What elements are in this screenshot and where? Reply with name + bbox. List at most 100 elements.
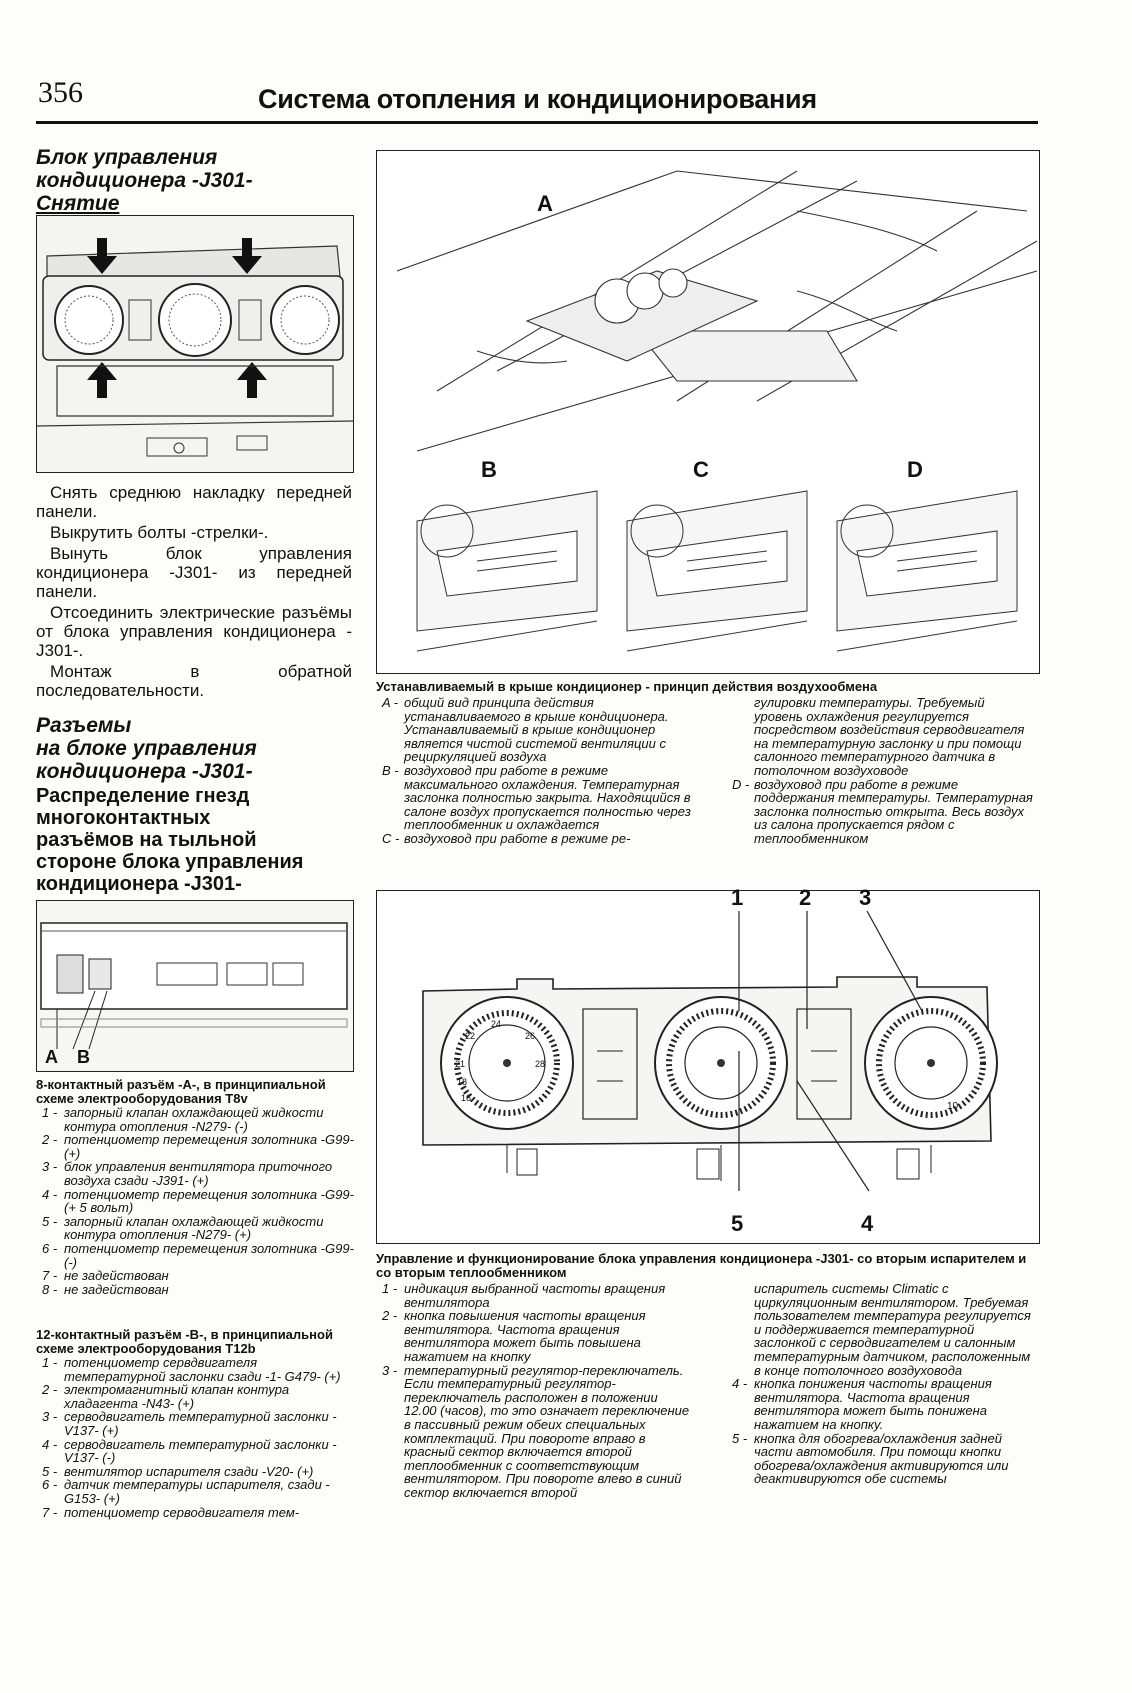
legend-item: D -воздуховод при работе в режиме поддер… [726, 776, 1034, 846]
legend-item-number: 1 - [42, 1105, 58, 1120]
connector-b-title: 12-контактный разъём -В-, в принципиальн… [36, 1327, 333, 1356]
legend-item-number: 6 - [42, 1240, 58, 1256]
legend-item-number: 2 - [42, 1382, 58, 1398]
legend-item-text: серводвигатель температурной заслонки -V… [64, 1436, 337, 1466]
legend-item: 6 - потенциометр перемещения золотника -G… [36, 1242, 354, 1269]
panel-callout-2: 2 [799, 885, 812, 910]
legend-item: 7 -не задействован [36, 1269, 354, 1283]
legend-item: гулировки температуры. Требуемый уровень… [726, 696, 1034, 778]
legend-item-text: потенциометр перемещения золотника -G99-… [64, 1186, 354, 1216]
roof-label-a: A [537, 191, 553, 216]
connector-label-b: B [77, 1047, 90, 1067]
legend-item-text: воздуховод при работе в режиме ре- [404, 830, 631, 846]
panel-callout-5: 5 [731, 1211, 744, 1236]
dial-number: 10 [947, 1101, 959, 1112]
panel-callout-4: 4 [861, 1211, 874, 1236]
section2-subheading-line: Распределение гнезд [36, 785, 250, 807]
section1-heading-line: кондиционера -J301- [36, 169, 253, 192]
legend-item-number: 5 - [42, 1463, 58, 1479]
legend-item-text: запорный клапан охлаждающей жидкости кон… [64, 1105, 324, 1134]
legend-item-number: 1 - [382, 1281, 398, 1296]
legend-item-number [726, 1282, 754, 1377]
legend-item-text: вентилятор испарителя сзади -V20- (+) [64, 1463, 314, 1479]
legend-item-number: 4 - [732, 1376, 748, 1392]
section2-heading-line: кондиционера -J301- [36, 760, 253, 783]
legend-item-number: 4 - [42, 1186, 58, 1202]
section2-heading-line: на блоке управления [36, 737, 257, 760]
legend-item-text: кнопка для обогрева/охлаждения задней ча… [754, 1430, 1009, 1487]
legend-item-text: потенциометр перемещения золотника -G99-… [64, 1240, 354, 1270]
legend-item-text: температурный регулятор-переключатель. Е… [404, 1362, 690, 1500]
legend-item: 5 - вентилятор испарителя сзади -V20- (+) [36, 1465, 354, 1479]
section2-subheading-line: разъёмов на тыльной [36, 829, 257, 851]
section2-subheading-line: многоконтактных [36, 807, 211, 829]
page-title: Система отопления и кондиционирования [258, 84, 817, 114]
legend-item: 4 - серводвигатель температурной заслонки… [36, 1436, 354, 1466]
legend-item-text: общий вид принципа действия устанавливае… [404, 695, 669, 765]
connector-figure: A B [36, 900, 354, 1072]
legend-item: 5 -кнопка для обогрева/охлаждения задней… [726, 1430, 1034, 1487]
roof-ac-illustration [377, 151, 1039, 673]
connector-a-legend: 8-контактный разъём -А-, в принципиально… [36, 1078, 354, 1296]
section1-heading-line: Блок управления [36, 146, 218, 169]
legend-item-text: не задействован [64, 1268, 169, 1284]
section1-body: Снять среднюю накладку передней панели. … [36, 483, 352, 702]
legend-item-text: потенциометр сервдвигателя температурной… [64, 1355, 341, 1384]
page-number: 356 [38, 76, 83, 109]
legend-item-number: 6 - [42, 1477, 58, 1493]
legend-item: 4 - кнопка понижения частоты вращения вен… [726, 1377, 1034, 1431]
legend-item-number: 3 - [42, 1409, 58, 1425]
paragraph: Вынуть блок управления кондиционера -J30… [36, 544, 352, 601]
legend-item-text: электромагнитный клапан контура хладаген… [64, 1382, 290, 1411]
legend-item-text: потенциометр перемещения золотника -G99-… [64, 1132, 354, 1161]
legend-item-text: воздуховод при работе в режиме максималь… [404, 762, 691, 833]
panel-illustration [377, 891, 1039, 1243]
roof-caption-title: Устанавливаемый в крыше кондиционер - пр… [376, 679, 878, 694]
legend-item-text: запорный клапан охлаждающей жидкости кон… [64, 1213, 324, 1243]
legend-item-text: кнопка повышения частоты вращения вентил… [404, 1308, 646, 1364]
dial-number: 21 [455, 1059, 466, 1069]
dial-number: 22 [465, 1031, 476, 1041]
legend-item: 7 - потенциометр серводвигателя тем- [36, 1504, 354, 1520]
connector-a-list: 1 - запорный клапан охлаждающей жидкости … [36, 1106, 354, 1296]
dial-number: 26 [525, 1031, 536, 1041]
dial-number: 16 [461, 1093, 472, 1103]
section2-subheading: Распределение гнезд многоконтактных разъ… [36, 785, 366, 895]
removal-figure [36, 215, 354, 473]
legend-item: 6 -датчик температуры испарителя, сзади … [36, 1478, 354, 1505]
legend-item-number [726, 696, 754, 778]
legend-item-text: потенциометр серводвигателя тем- [64, 1504, 300, 1520]
legend-item: испаритель системы Climatic с циркуляцио… [726, 1282, 1034, 1377]
roof-label-c: C [693, 457, 709, 482]
legend-item: A -общий вид принципа действия устанавли… [376, 696, 692, 764]
roof-caption-left: A -общий вид принципа действия устанавли… [376, 696, 692, 846]
roof-caption-right: гулировки температуры. Требуемый уровень… [726, 696, 1034, 846]
connector-b-legend: 12-контактный разъём -В-, в принципиальн… [36, 1328, 354, 1519]
legend-item: B -воздуховод при работе в режиме максим… [376, 764, 692, 832]
legend-item: 3 - температурный регулятор-переключатель… [376, 1362, 692, 1500]
legend-item-text: кнопка понижения частоты вращения вентил… [754, 1376, 992, 1432]
panel-figure: 22 24 26 28 21 18 16 10 1 2 3 5 4 [376, 885, 1040, 1244]
section2-heading: Разъемы на блоке управления кондиционера… [36, 714, 356, 783]
legend-item-number: 7 - [42, 1504, 58, 1520]
legend-item: 2 - потенциометр перемещения золотника -G… [36, 1133, 354, 1160]
legend-item-number: D - [732, 776, 750, 792]
roof-label-b: B [481, 457, 497, 482]
legend-item: 1 -индикация выбранной частоты вращения … [376, 1282, 692, 1309]
panel-caption-title: Управление и функционирование блока упра… [376, 1251, 1027, 1280]
paragraph: Монтаж в обратной последовательности. [36, 662, 352, 700]
paragraph: Снять среднюю накладку передней панели. [36, 483, 352, 521]
paragraph: Отсоединить электрические разъёмы от бло… [36, 603, 352, 660]
paragraph: Выкрутить болты -стрелки-. [50, 523, 269, 542]
legend-item: 3 -серводвигатель температурной заслонки… [36, 1410, 354, 1437]
legend-item: 8 -не задействован [36, 1283, 354, 1297]
panel-caption-right: испаритель системы Climatic с циркуляцио… [726, 1282, 1034, 1486]
legend-item: 3 -блок управления вентилятора приточног… [36, 1160, 354, 1187]
legend-item-number: 2 - [42, 1132, 58, 1148]
connector-illustration [37, 901, 353, 1071]
legend-item: 2 - кнопка повышения частоты вращения вен… [376, 1309, 692, 1363]
legend-item-number: 3 - [382, 1362, 398, 1378]
connector-a-title: 8-контактный разъём -А-, в принципиально… [36, 1077, 326, 1106]
legend-item-number: 4 - [42, 1436, 58, 1452]
legend-item-number: 2 - [382, 1308, 398, 1324]
